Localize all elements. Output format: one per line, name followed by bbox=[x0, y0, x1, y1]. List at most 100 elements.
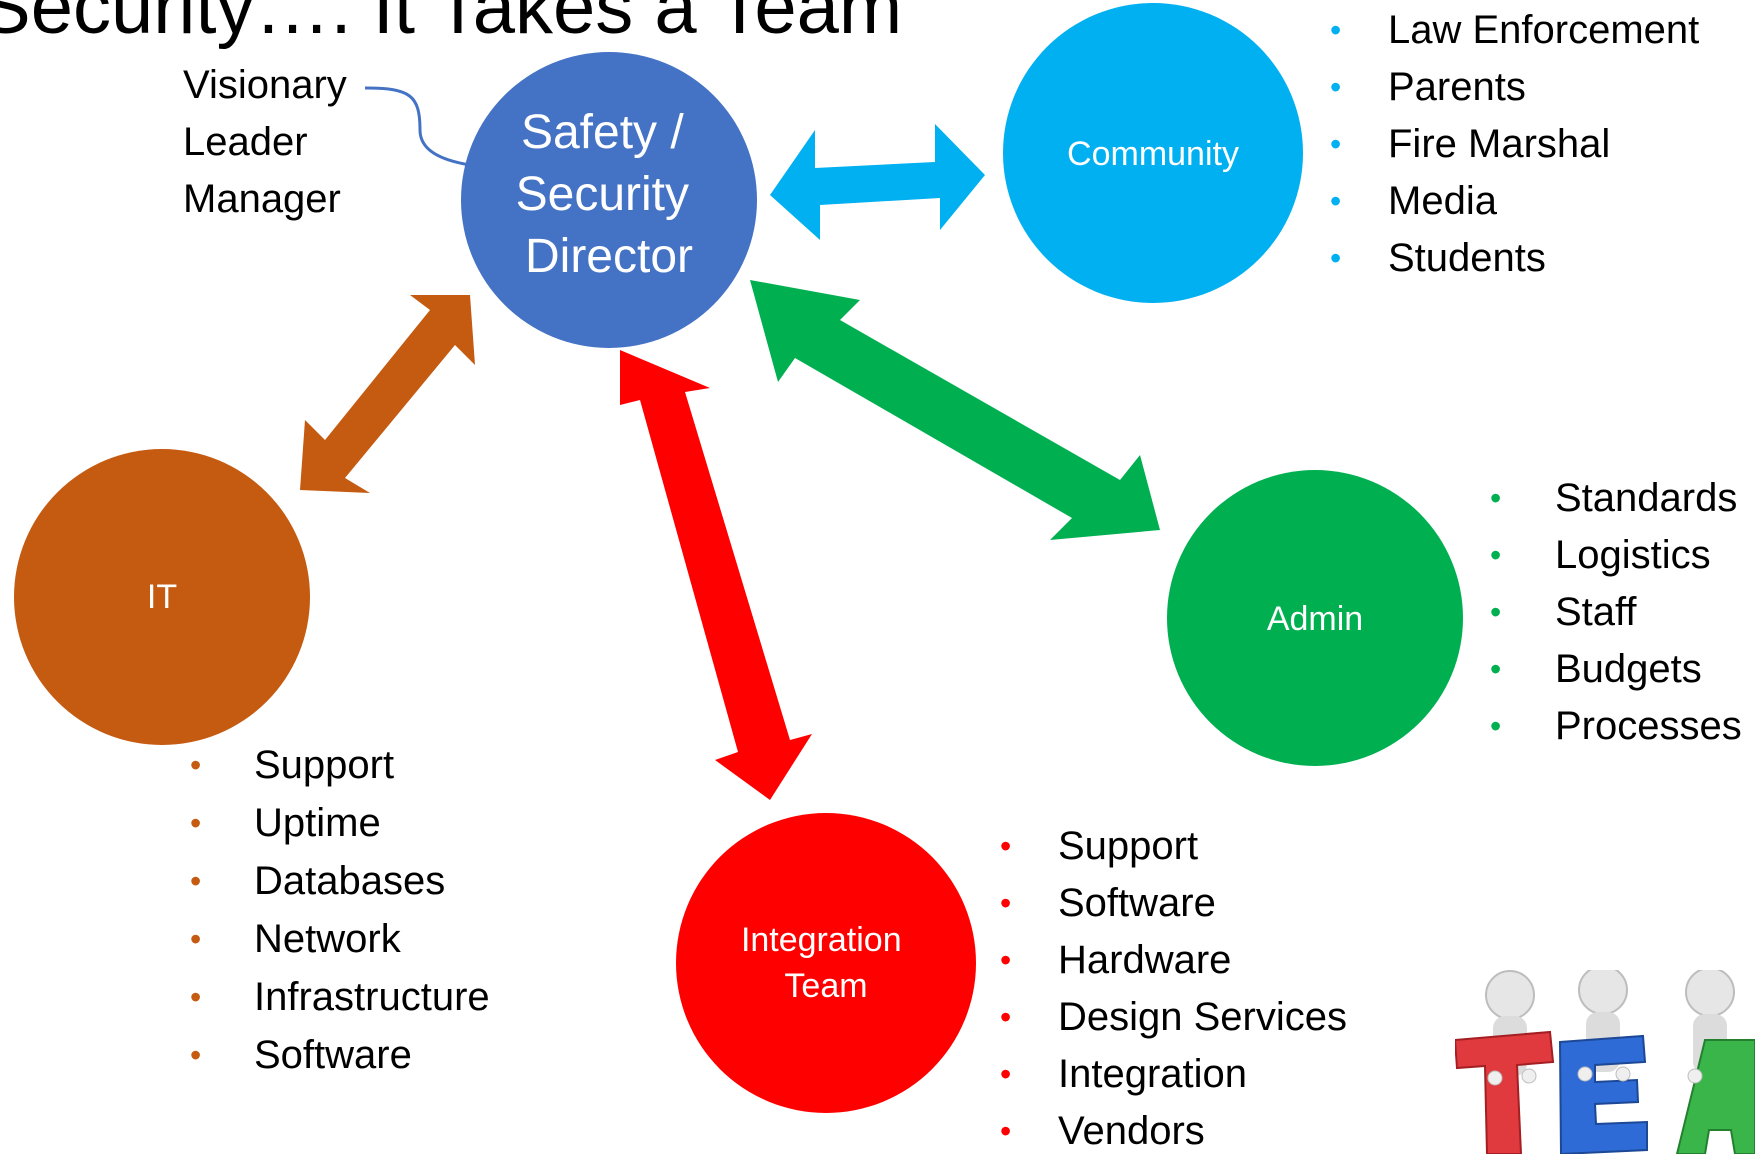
bullet-icon: • bbox=[190, 805, 202, 841]
list-item: • Design Services bbox=[1000, 989, 1347, 1046]
bullet-icon: • bbox=[1330, 69, 1342, 105]
bullet-icon: • bbox=[1490, 594, 1502, 630]
bullet-icon: • bbox=[1490, 708, 1502, 744]
bullet-icon: • bbox=[1490, 537, 1502, 573]
list-item: • Software bbox=[190, 1026, 490, 1084]
list-item: • Media bbox=[1330, 173, 1699, 230]
list-item-text: Law Enforcement bbox=[1388, 8, 1700, 52]
it-node bbox=[14, 449, 310, 745]
bullet-icon: • bbox=[190, 1037, 202, 1073]
director-label-line-2: Security bbox=[516, 168, 689, 221]
integration-label: Integration Team bbox=[741, 921, 911, 1005]
bullet-icon: • bbox=[1330, 126, 1342, 162]
bullet-icon: • bbox=[1490, 480, 1502, 516]
bullet-icon: • bbox=[190, 979, 202, 1015]
list-item-text: Media bbox=[1388, 179, 1497, 223]
bullet-icon: • bbox=[1000, 1056, 1012, 1092]
list-item: • Hardware bbox=[1000, 932, 1347, 989]
list-item-text: Databases bbox=[254, 859, 446, 903]
list-item: • Software bbox=[1000, 875, 1347, 932]
manager-label-line: Manager bbox=[183, 177, 341, 221]
admin-list: • Standards • Logistics • Staff • Budgets • P… bbox=[1490, 470, 1742, 755]
list-item-text: Infrastructure bbox=[254, 975, 490, 1019]
list-item: • Databases bbox=[190, 852, 490, 910]
director-node bbox=[461, 52, 757, 348]
admin-node bbox=[1167, 470, 1463, 766]
list-item: • Processes bbox=[1490, 698, 1742, 755]
team-letter-a bbox=[1675, 1039, 1755, 1154]
director-label-line-1: Safety / bbox=[521, 106, 684, 159]
integration-label-line-2: Team bbox=[784, 967, 867, 1005]
integration-node bbox=[676, 813, 976, 1113]
list-item-text: Parents bbox=[1388, 65, 1526, 109]
slide-title: Security…. It Takes a Team bbox=[0, 0, 903, 50]
bullet-icon: • bbox=[1000, 999, 1012, 1035]
bullet-icon: • bbox=[1330, 183, 1342, 219]
list-item-text: Logistics bbox=[1555, 533, 1711, 577]
visionary-connector-line bbox=[364, 86, 471, 167]
list-item: • Standards bbox=[1490, 470, 1742, 527]
list-item-text: Support bbox=[254, 743, 395, 787]
list-item-text: Software bbox=[254, 1033, 412, 1077]
director-label: Safety / Security Director bbox=[516, 106, 703, 283]
arrow-director-it bbox=[300, 295, 475, 493]
list-item-text: Uptime bbox=[254, 801, 381, 845]
list-item-text: Hardware bbox=[1058, 938, 1232, 982]
bullet-icon: • bbox=[1000, 885, 1012, 921]
visionary-label: Visionary Leader Manager bbox=[183, 57, 347, 228]
admin-label: Admin bbox=[1267, 600, 1363, 638]
list-item-text: Network bbox=[254, 917, 401, 961]
arrow-director-admin bbox=[750, 280, 1160, 540]
bullet-icon: • bbox=[190, 747, 202, 783]
director-label-line-3: Director bbox=[525, 230, 693, 283]
list-item-text: Students bbox=[1388, 236, 1546, 280]
bullet-icon: • bbox=[190, 863, 202, 899]
list-item: • Infrastructure bbox=[190, 968, 490, 1026]
leader-label-line: Leader bbox=[183, 120, 308, 164]
list-item-text: Support bbox=[1058, 824, 1199, 868]
list-item: • Logistics bbox=[1490, 527, 1742, 584]
list-item: • Uptime bbox=[190, 794, 490, 852]
list-item-text: Vendors bbox=[1058, 1109, 1205, 1153]
community-list: •Law Enforcement •Parents •Fire Marshal … bbox=[1330, 2, 1699, 287]
list-item-text: Standards bbox=[1555, 476, 1738, 520]
list-item: • Law Enforcement bbox=[1330, 2, 1699, 59]
bullet-icon: • bbox=[1330, 12, 1342, 48]
visionary-label-line: Visionary bbox=[183, 63, 347, 107]
bullet-icon: • bbox=[1000, 942, 1012, 978]
list-item: • Fire Marshal bbox=[1330, 116, 1699, 173]
integration-label-line-1: Integration bbox=[741, 921, 902, 959]
list-item-text: Staff bbox=[1555, 590, 1637, 634]
list-item-text: Integration bbox=[1058, 1052, 1248, 1096]
list-item: • Staff bbox=[1490, 584, 1742, 641]
bullet-icon: • bbox=[190, 921, 202, 957]
bullet-icon: • bbox=[1000, 1113, 1012, 1149]
list-item: • Parents bbox=[1330, 59, 1699, 116]
list-item-text: Fire Marshal bbox=[1388, 122, 1611, 166]
list-item: • Network bbox=[190, 910, 490, 968]
bullet-icon: • bbox=[1490, 651, 1502, 687]
community-node bbox=[1003, 3, 1303, 303]
arrow-director-community bbox=[770, 124, 985, 240]
list-item-text: Design Services bbox=[1058, 995, 1348, 1039]
list-item: • Integration bbox=[1000, 1046, 1347, 1103]
it-list: • Support • Uptime • Databases • Network • In… bbox=[190, 736, 490, 1084]
it-label: IT bbox=[147, 578, 177, 616]
arrow-director-integration bbox=[620, 350, 812, 800]
team-clipart-image bbox=[1455, 970, 1755, 1154]
list-item-text: Budgets bbox=[1555, 647, 1702, 691]
list-item-text: Processes bbox=[1555, 704, 1742, 748]
list-item: • Students bbox=[1330, 230, 1699, 287]
team-letter-e bbox=[1558, 1034, 1648, 1154]
list-item: • Support bbox=[1000, 818, 1347, 875]
integration-list: • Support • Software • Hardware • Design Ser… bbox=[1000, 818, 1347, 1160]
list-item: • Vendors bbox=[1000, 1103, 1347, 1160]
list-item: • Budgets bbox=[1490, 641, 1742, 698]
community-label: Community bbox=[1067, 135, 1239, 173]
list-item: • Support bbox=[190, 736, 490, 794]
team-letter-t bbox=[1455, 1030, 1555, 1154]
bullet-icon: • bbox=[1000, 828, 1012, 864]
bullet-icon: • bbox=[1330, 240, 1342, 276]
list-item-text: Software bbox=[1058, 881, 1216, 925]
